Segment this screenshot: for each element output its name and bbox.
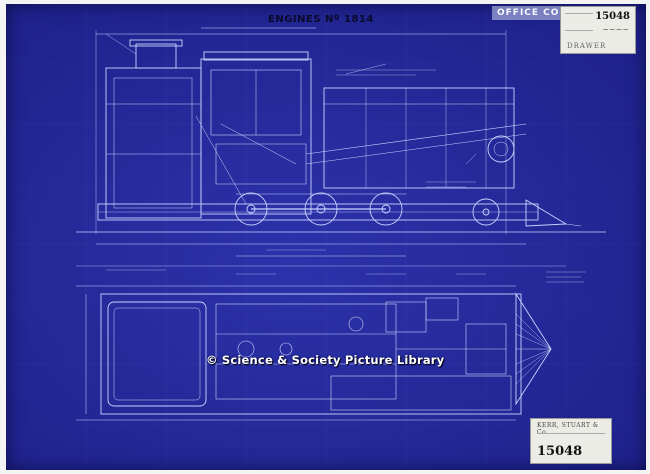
label-ruled-lines: [565, 13, 593, 31]
top-drawing-label: 15048 ~~~~ DRAWER: [560, 6, 636, 54]
blueprint-sheet: ENGINES Nº 1814 © Science & Society Pict…: [6, 4, 646, 470]
firm-name: KERR, STUART & Co.: [537, 422, 599, 436]
drawing-title: ENGINES Nº 1814: [268, 14, 374, 25]
plan-view: [76, 285, 552, 421]
signature-mark: ~~~~: [602, 25, 629, 34]
bottom-drawing-label: KERR, STUART & Co. 15048: [530, 418, 612, 464]
bottom-label-number: 15048: [537, 444, 583, 459]
drawer-word: DRAWER: [567, 42, 607, 50]
top-label-number: 15048: [595, 11, 630, 22]
copyright-watermark: © Science & Society Picture Library: [206, 353, 445, 367]
office-copy-stamp: OFFICE COPY: [492, 6, 580, 20]
locomotive-blueprint-drawing: [6, 4, 646, 470]
side-elevation: [76, 27, 606, 267]
label-rule: [537, 433, 605, 434]
